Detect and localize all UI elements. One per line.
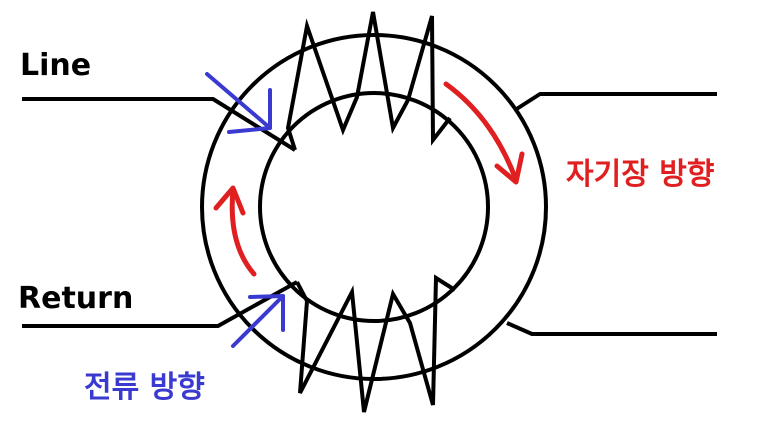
- toroid-inner-edge: [258, 91, 490, 323]
- field-arrow-right: [443, 81, 525, 185]
- field-direction-label: 자기장 방향: [566, 157, 715, 192]
- current-arrow-bottom: [231, 294, 285, 348]
- return-label: Return: [18, 281, 134, 316]
- bottom-winding: [295, 274, 457, 413]
- current-direction-label: 전류 방향: [84, 370, 205, 405]
- line-label: Line: [20, 48, 92, 83]
- top-winding: [285, 11, 452, 151]
- current-arrow-top: [205, 72, 272, 134]
- line-input-wire: [22, 97, 297, 152]
- right-top-lead: [513, 92, 717, 112]
- field-arrow-left: [213, 185, 257, 277]
- right-bottom-lead: [506, 321, 717, 336]
